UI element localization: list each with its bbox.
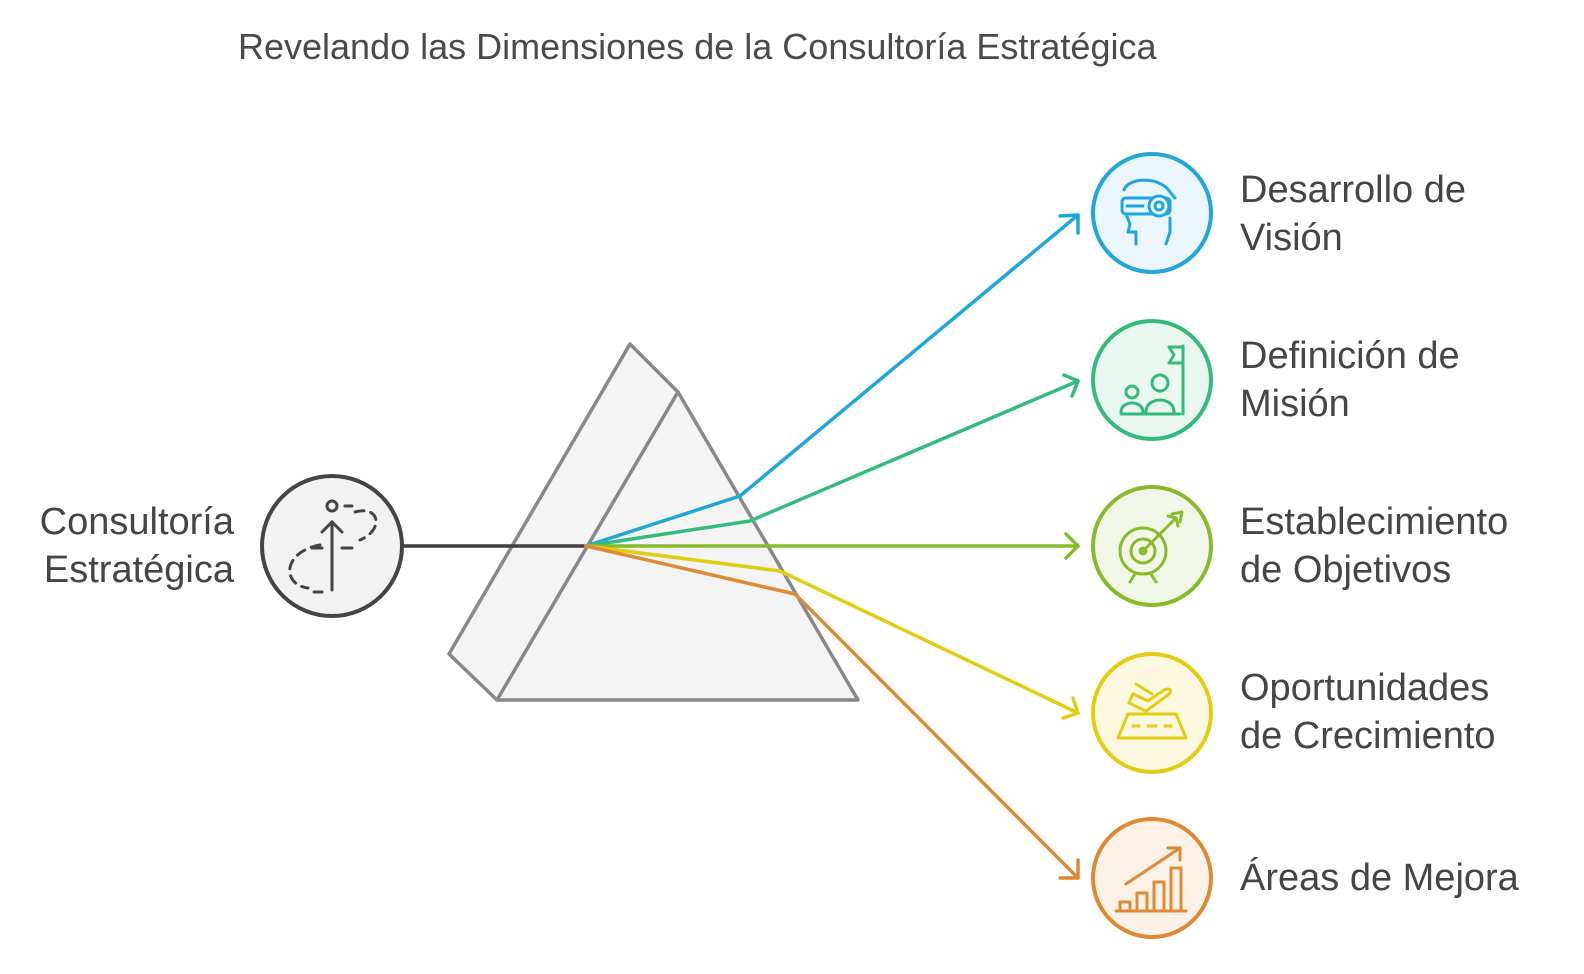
vr-headset-head-icon [1120,178,1177,246]
strategy-path-arrow-icon [288,499,378,594]
label-vision-line-2: Visión [1240,217,1343,259]
ray-mission [584,373,1080,548]
growth-chart-icon [1114,846,1188,913]
prism-body [447,342,860,702]
team-flag-icon [1119,344,1185,416]
target-arrow-icon [1118,510,1184,584]
label-objectives: Establecimiento de Objetivos [1240,498,1508,594]
diagram-title: Revelando las Dimensiones de la Consulto… [238,26,1157,67]
ray-growth [584,544,1080,720]
ray-vision [584,213,1080,548]
label-growth-line-1: Oportunidades [1240,667,1490,709]
node-mission [1091,319,1213,441]
node-objectives [1091,485,1213,607]
label-objectives-line-2: de Objetivos [1240,549,1452,591]
label-growth: Oportunidades de Crecimiento [1240,664,1496,760]
label-vision-line-1: Desarrollo de [1240,169,1466,211]
ray-objectives [584,532,1080,560]
node-growth [1091,652,1213,774]
label-mission-line-2: Misión [1240,383,1350,425]
label-mission-line-1: Definición de [1240,335,1460,377]
node-improvement [1091,817,1213,939]
node-vision [1091,152,1213,274]
source-label-line-1: Consultoría [39,501,234,543]
label-growth-line-2: de Crecimiento [1240,715,1496,757]
label-mission: Definición de Misión [1240,332,1460,428]
source-label: Consultoría Estratégica [0,498,234,594]
source-node [260,474,404,618]
label-improvement-line-1: Áreas de Mejora [1240,857,1519,899]
label-improvement: Áreas de Mejora [1240,854,1519,902]
label-objectives-line-1: Establecimiento [1240,501,1509,543]
label-vision: Desarrollo de Visión [1240,166,1466,262]
plane-runway-icon [1116,682,1188,740]
ray-improvement [584,544,1080,880]
source-label-line-2: Estratégica [43,549,234,591]
prism [447,342,860,702]
